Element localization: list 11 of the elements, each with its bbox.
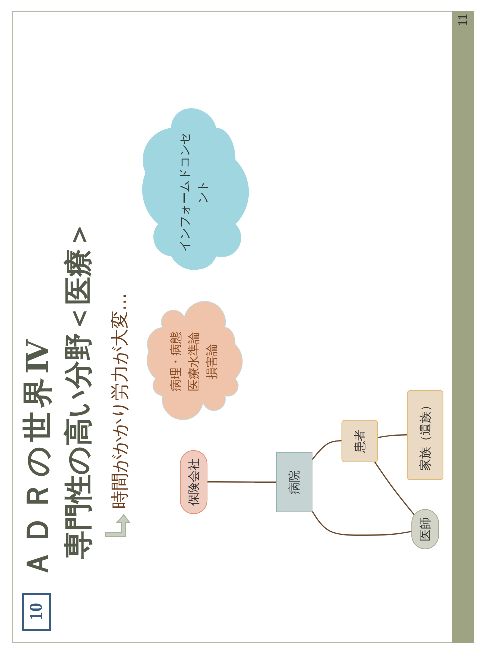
subtitle: 専門性の高い分野＜医療＞ [61,221,96,559]
slide-number: 10 [22,593,51,631]
connector [378,434,408,438]
connector [208,482,277,483]
page-number: 11 [455,14,471,27]
node-box: 病院 [276,452,313,512]
connector [312,440,342,460]
connector [312,510,412,536]
connector [374,462,416,516]
title: ＡＤＲの世界Ⅳ [20,336,57,579]
note-text: 時間がかかり労力が大変… [109,293,132,509]
